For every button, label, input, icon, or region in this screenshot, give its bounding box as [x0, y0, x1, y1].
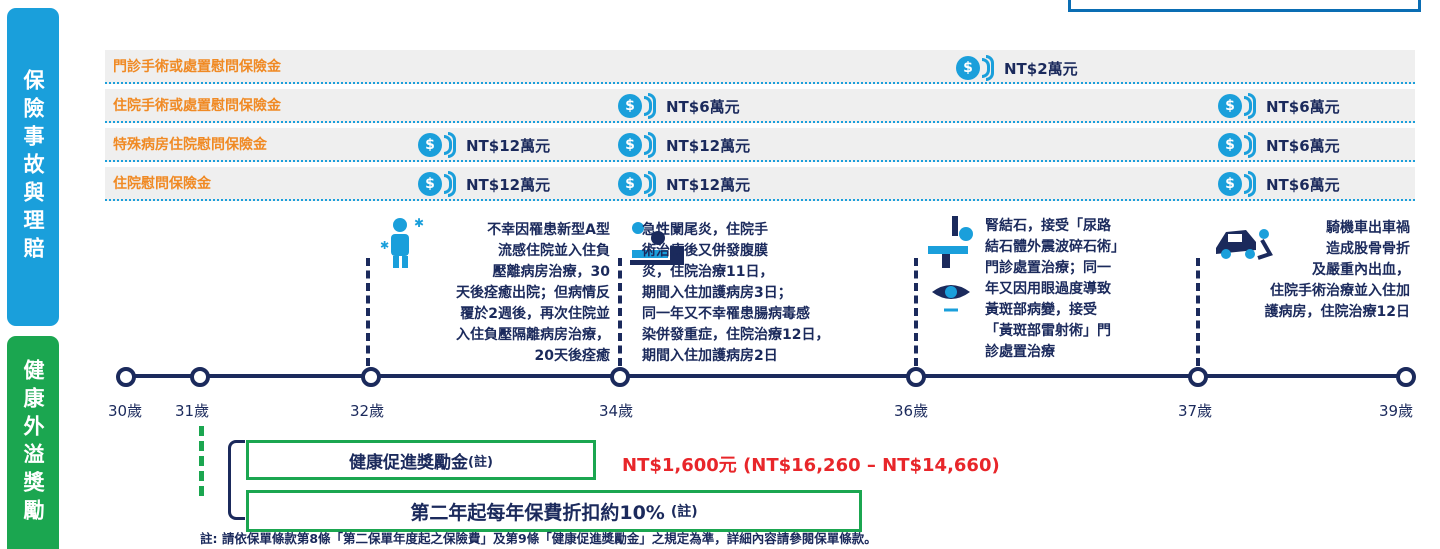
age-label: 37歲 [1178, 402, 1213, 420]
age-timeline [127, 374, 1409, 378]
event-description: 急性闌尾炎，住院手 術治療後又併發腹膜 炎，住院治療11日， 期間入住加護病房3… [642, 222, 830, 364]
payment-amount: NT$6萬元 [1266, 136, 1340, 155]
footnote: 註: 請依保單條款第8條「第二保單年度起之保險費」及第9條「健康促進獎勵金」之規… [200, 531, 877, 546]
payment-amount: NT$6萬元 [1266, 175, 1340, 194]
timeline-node [1396, 367, 1416, 387]
coin-icon: $ [1218, 94, 1242, 118]
timeline-node [1188, 367, 1208, 387]
event-connector [618, 258, 626, 366]
payment-item: $ NT$12萬元 [418, 132, 550, 158]
payment-item: $ NT$6萬元 [1218, 171, 1340, 197]
payment-amount: NT$12萬元 [466, 175, 551, 194]
reward-brace [228, 440, 245, 520]
age-label: 32歲 [350, 402, 385, 420]
coin-icon: $ [956, 56, 980, 80]
band-label: 住院慰問保險金 [113, 176, 211, 192]
payment-item: $ NT$12萬元 [618, 171, 750, 197]
top-frame-edge [1068, 0, 1421, 12]
coin-icon: $ [418, 133, 442, 157]
payment-amount: NT$12萬元 [666, 136, 751, 155]
event-description: 騎機車出車禍 造成股骨骨折 及嚴重內出血， 住院手術治療並入住加 護病房，住院治… [1264, 220, 1410, 320]
coin-icon: $ [618, 94, 642, 118]
timeline-node [610, 367, 630, 387]
motorcycle-accident-icon [1216, 229, 1273, 260]
premium-discount-label: 第二年起每年保費折扣約10% [410, 501, 665, 524]
payment-item: $ NT$12萬元 [618, 132, 750, 158]
band-special-ward: 特殊病房住院慰問保險金 [105, 128, 1415, 162]
band-label: 住院手術或處置慰問保險金 [113, 98, 281, 114]
note-mark: (註) [670, 504, 698, 520]
band-label: 特殊病房住院慰問保險金 [113, 137, 267, 153]
reward-connector [199, 426, 204, 496]
svg-text:✱: ✱ [414, 216, 424, 230]
payment-item: $ NT$6萬元 [1218, 93, 1340, 119]
surgery-icon [630, 222, 684, 265]
svg-text:✱: ✱ [380, 239, 389, 252]
payment-amount: NT$12萬元 [666, 175, 751, 194]
payment-amount: NT$6萬元 [666, 97, 740, 116]
coin-icon: $ [618, 172, 642, 196]
flu-patient-icon: ✱ ✱ [380, 216, 424, 268]
tab-health-reward: 健康外溢獎勵 [7, 336, 59, 549]
event-description: 不幸因罹患新型A型 流感住院並入住負 壓離病房治療，30 天後痊癒出院；但病情反… [456, 222, 610, 364]
premium-discount-box: 第二年起每年保費折扣約10% (註) [246, 490, 862, 532]
band-inpatient-surgery: 住院手術或處置慰問保險金 [105, 89, 1415, 123]
age-label: 34歲 [599, 402, 634, 420]
payment-item: $ NT$6萬元 [1218, 132, 1340, 158]
lithotripsy-icon [928, 216, 973, 312]
payment-item: $ NT$6萬元 [618, 93, 740, 119]
tab-insurance-claims: 保險事故與理賠 [7, 8, 59, 326]
payment-amount: NT$6萬元 [1266, 97, 1340, 116]
payment-amount: NT$2萬元 [1004, 59, 1078, 78]
coin-icon: $ [618, 133, 642, 157]
timeline-node [190, 367, 210, 387]
age-label: 39歲 [1379, 402, 1414, 420]
age-label: 30歲 [108, 402, 143, 420]
payment-item: $ NT$2萬元 [956, 55, 1078, 81]
event-connector [366, 258, 374, 366]
band-hospitalization: 住院慰問保險金 [105, 167, 1415, 201]
band-label: 門診手術或處置慰問保險金 [113, 59, 281, 75]
band-outpatient-surgery: 門診手術或處置慰問保險金 [105, 50, 1415, 84]
event-connector [1196, 258, 1204, 366]
age-label: 36歲 [894, 402, 929, 420]
payment-item: $ NT$12萬元 [418, 171, 550, 197]
health-reward-label: 健康促進獎勵金 [349, 452, 469, 473]
timeline-node [361, 367, 381, 387]
timeline-node [906, 367, 926, 387]
note-mark: (註) [468, 454, 493, 470]
coin-icon: $ [418, 172, 442, 196]
health-reward-box: 健康促進獎勵金(註) [246, 440, 596, 480]
timeline-node [116, 367, 136, 387]
health-reward-value: NT$1,600元 (NT$16,260 – NT$14,660) [622, 455, 1000, 476]
coin-icon: $ [1218, 172, 1242, 196]
event-description: 腎結石，接受「尿路 結石體外震波碎石術」 門診處置治療；同一 年又因用眼過度導致… [985, 218, 1125, 360]
age-label: 31歲 [175, 402, 210, 420]
payment-amount: NT$12萬元 [466, 136, 551, 155]
event-connector [914, 258, 922, 366]
coin-icon: $ [1218, 133, 1242, 157]
